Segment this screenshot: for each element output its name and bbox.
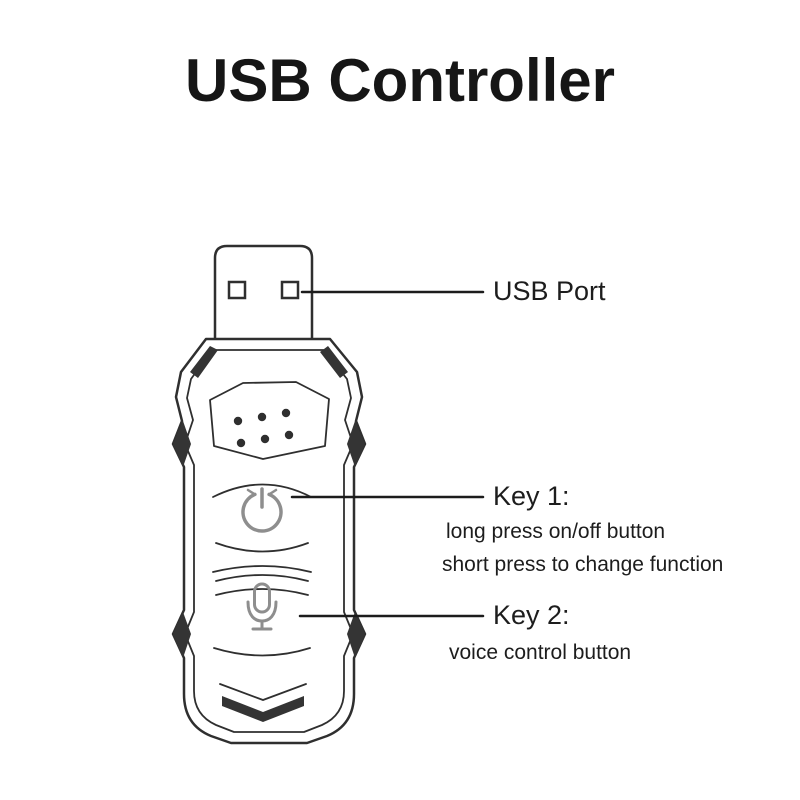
usb-contact-left [227,280,247,300]
device-body [171,337,367,745]
key1-description-2: short press to change function [442,553,724,576]
microphone-icon [246,582,278,631]
key1-description-1: long press on/off button [446,520,666,543]
usb-connector [213,244,314,338]
usb-contact-right [280,280,300,300]
key1-label: Key 1: [493,481,570,511]
power-button-icon [241,487,283,533]
usb-port-label: USB Port [493,276,606,306]
leader-lines [290,290,485,618]
led-indicator-dots [209,381,330,460]
page-title: USB Controller [184,47,616,114]
body-section-lines [212,483,312,701]
key2-label: Key 2: [493,600,570,630]
key2-description-1: voice control button [449,641,632,664]
body-accent-fins [173,346,365,722]
